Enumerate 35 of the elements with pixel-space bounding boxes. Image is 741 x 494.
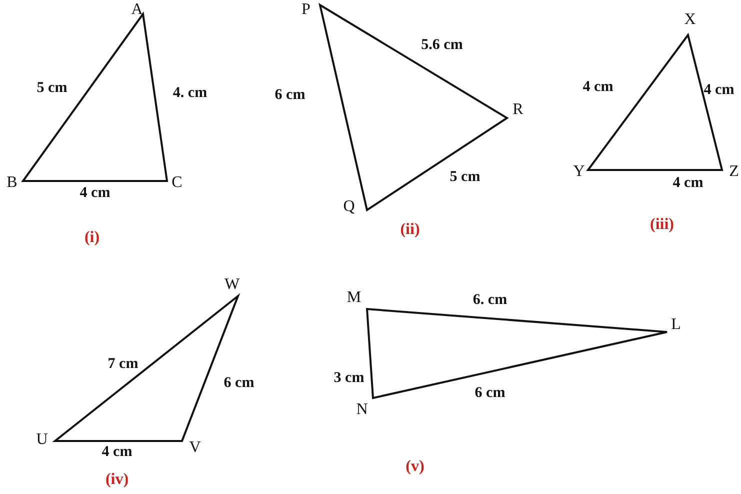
side-length: 4 cm [672, 174, 704, 192]
side-length: 7 cm [108, 356, 138, 372]
vertex-label: B [6, 174, 18, 192]
vertex-label: C [172, 174, 182, 192]
side-length: 5 cm [450, 168, 480, 186]
figure-number: (iii) [650, 216, 674, 234]
vertex-label: Z [729, 163, 739, 181]
vertex-label: Y [573, 163, 585, 181]
side-length: 4 cm [80, 184, 110, 202]
side-length: 5.6 cm [421, 36, 463, 54]
side-length: 6 cm [224, 374, 254, 392]
vertex-label: M [346, 289, 362, 307]
figure-number: (i) [84, 229, 100, 247]
vertex-label: N [356, 401, 368, 419]
side-length: 6 cm [274, 86, 306, 104]
figure-number: (v) [406, 458, 424, 476]
vertex-label: U [36, 431, 48, 449]
figure-number: (iv) [105, 471, 129, 489]
vertex-label: L [671, 316, 681, 334]
side-length: 4. cm [172, 84, 208, 102]
side-length: 3 cm [334, 370, 364, 386]
side-length: 6 cm [474, 384, 506, 402]
side-length: 4 cm [582, 78, 614, 96]
vertex-label: P [302, 1, 310, 19]
figure-number: (ii) [400, 221, 420, 239]
vertex-label: A [131, 1, 143, 19]
vertex-label: R [512, 101, 524, 119]
vertex-label: X [684, 11, 696, 29]
side-length: 6. cm [472, 292, 508, 308]
vertex-label: V [189, 439, 201, 457]
side-length: 5 cm [36, 80, 68, 96]
side-length: 4 cm [704, 82, 734, 98]
vertex-label: Q [343, 198, 355, 216]
vertex-label: W [224, 276, 240, 294]
side-length: 4 cm [102, 444, 132, 460]
